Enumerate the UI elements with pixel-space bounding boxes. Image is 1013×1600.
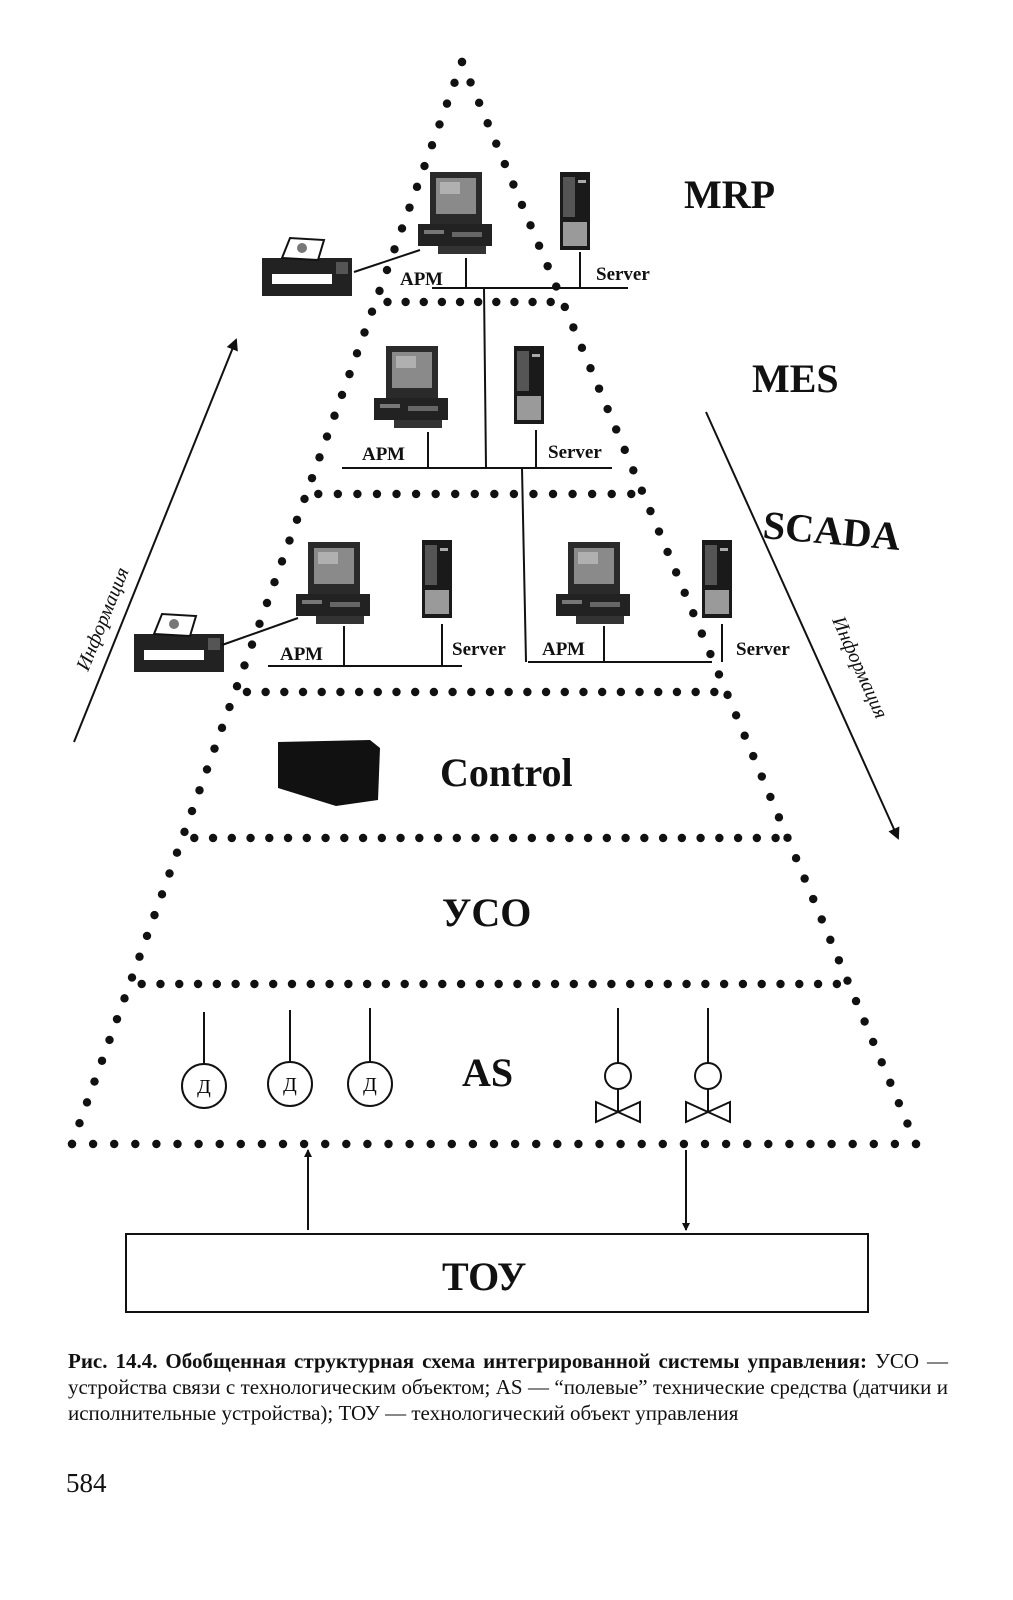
scada-server-label-right: Server (736, 639, 790, 660)
mrp-printer-link (353, 249, 421, 273)
sensor-3-label: Д (363, 1074, 377, 1096)
mes-arm-label: АРМ (362, 444, 405, 465)
sensor-1-label: Д (197, 1076, 211, 1098)
info-arrow-up (73, 338, 238, 743)
integrated-control-system-diagram: АРМ Server MRP АРМ Server MES АРМ Server… (67, 57, 921, 1313)
level-label-mrp: MRP (684, 172, 775, 217)
mrp-arm-label: АРМ (400, 269, 443, 290)
scada-printer-link (221, 617, 299, 646)
mes-scada-link (521, 467, 527, 663)
level-label-scada: SCADA (761, 502, 902, 559)
sensor-3: Д (347, 1008, 393, 1107)
mrp-mes-link (483, 287, 487, 469)
sensor-1: Д (181, 1012, 227, 1109)
sensor-2: Д (267, 1010, 313, 1107)
scada-arm-workstation-right (556, 542, 630, 624)
valve-actuator-2 (685, 1008, 731, 1124)
page-number: 584 (66, 1468, 107, 1498)
caption-body: УСО — устройства связи с технологическим… (68, 1349, 949, 1425)
level-label-uso: УСО (442, 890, 531, 935)
scada-server-label-left: Server (452, 639, 506, 660)
caption-title: Рис. 14.4. Обобщенная структурная схема … (68, 1349, 868, 1373)
mrp-server-label: Server (596, 264, 650, 285)
controller-icon (278, 740, 380, 806)
scada-server-left (422, 540, 452, 618)
level-label-control: Control (440, 750, 573, 795)
plant-label: ТОУ (442, 1254, 526, 1299)
pyramid-outline (67, 57, 921, 1149)
level-label-mes: MES (752, 356, 839, 401)
mes-arm-workstation (374, 346, 448, 428)
scada-server-right (702, 540, 732, 618)
mrp-arm-workstation (418, 172, 492, 254)
plant-box (125, 1233, 869, 1313)
figure-caption: Рис. 14.4. Обобщенная структурная схема … (68, 1348, 948, 1426)
scada-arm-workstation-left (296, 542, 370, 624)
valve-actuator-1 (595, 1008, 641, 1124)
scada-printer (133, 613, 225, 673)
info-arrow-down (705, 411, 900, 840)
scada-arm-label-left: АРМ (280, 644, 323, 665)
sensor-2-label: Д (283, 1074, 297, 1096)
mrp-server (560, 172, 590, 250)
mes-server (514, 346, 544, 424)
level-label-as: AS (462, 1050, 513, 1095)
mes-server-label: Server (548, 442, 602, 463)
scada-arm-label-right: АРМ (542, 639, 585, 660)
mrp-printer (261, 237, 353, 297)
info-arrow-down-label: Информация (827, 612, 892, 722)
